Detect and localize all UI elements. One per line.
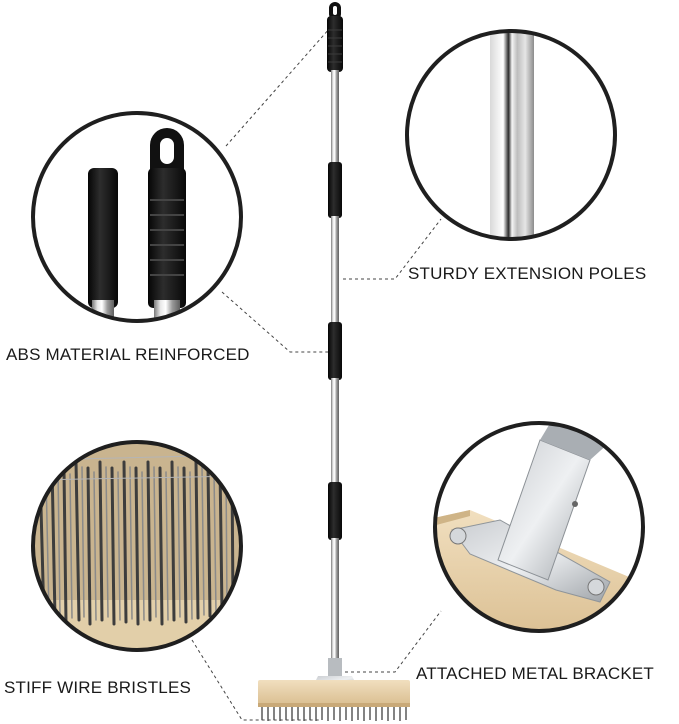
- callout-abs-material: ABS MATERIAL REINFORCED: [6, 345, 250, 364]
- zoom-circle-wire-bristles: [31, 440, 243, 652]
- callout-metal-bracket: ATTACHED METAL BRACKET: [416, 664, 655, 683]
- pole-assembly: [258, 2, 410, 721]
- brush-bristles: [261, 707, 407, 721]
- zoom-circle-extension-pole: [405, 29, 617, 241]
- zoom-circle-metal-bracket: [433, 421, 645, 633]
- zoom-circle-abs-grips: [31, 111, 243, 323]
- callout-wire-bristles: STIFF WIRE BRISTLES: [4, 678, 192, 697]
- callout-extension-poles: STURDY EXTENSION POLES: [408, 264, 647, 283]
- leader-lines: [191, 27, 442, 721]
